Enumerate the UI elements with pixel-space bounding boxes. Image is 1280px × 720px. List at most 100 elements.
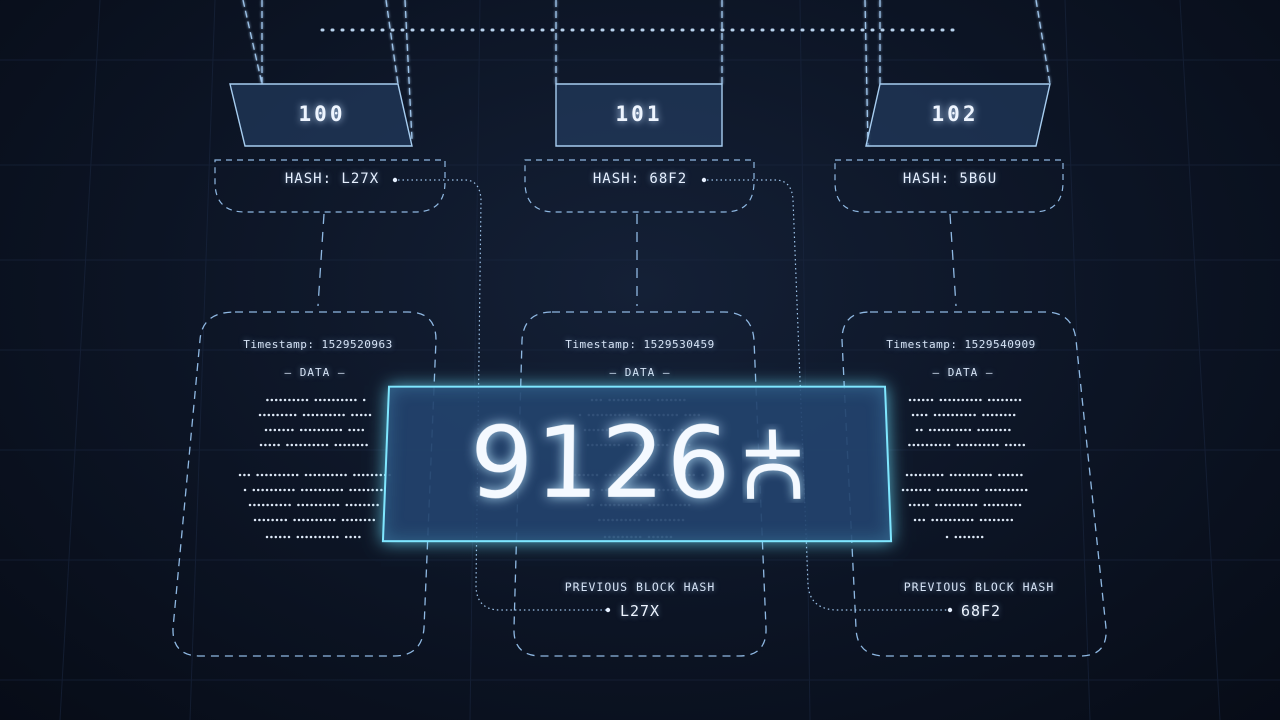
data-dot xyxy=(278,535,282,539)
data-dot xyxy=(947,443,951,447)
data-dot xyxy=(275,503,278,507)
hash-dot-100 xyxy=(392,177,398,183)
data-dot xyxy=(283,398,287,402)
previous-hash-value-102: 68F2 xyxy=(960,602,1002,620)
data-dot xyxy=(318,398,322,402)
data-dot xyxy=(287,473,290,477)
data-dot xyxy=(954,535,958,539)
data-dot xyxy=(914,488,918,492)
data-dot xyxy=(963,488,966,492)
data-dot xyxy=(336,503,340,507)
data-dot xyxy=(1009,398,1013,402)
connector-102 xyxy=(949,213,957,307)
data-dot xyxy=(938,443,942,447)
data-dot xyxy=(375,488,379,492)
data-dot xyxy=(916,413,919,417)
data-dot xyxy=(1006,518,1009,522)
data-dot xyxy=(265,488,269,492)
data-dot xyxy=(319,503,322,507)
data-dot xyxy=(995,413,998,417)
data-dot xyxy=(928,488,931,492)
data-dot xyxy=(933,428,936,432)
data-dot xyxy=(1002,473,1006,477)
data-dot xyxy=(274,535,278,539)
data-dot xyxy=(341,518,345,522)
data-dot xyxy=(971,473,975,477)
data-dot xyxy=(324,413,328,417)
block-number-102: 102 xyxy=(931,102,979,126)
data-dot xyxy=(935,503,938,507)
data-dot xyxy=(357,473,361,477)
data-dot xyxy=(306,518,310,522)
data-dot xyxy=(921,503,925,507)
data-dot xyxy=(283,488,286,492)
data-dot xyxy=(964,428,967,432)
data-dot xyxy=(265,535,269,539)
data-dot xyxy=(973,413,976,417)
data-dot xyxy=(358,535,361,539)
data-dot xyxy=(300,488,304,492)
data-dot xyxy=(262,518,266,522)
data-dot xyxy=(336,398,340,402)
data-dot xyxy=(331,535,335,539)
data-dot xyxy=(974,503,978,507)
data-dot xyxy=(304,473,308,477)
data-dot xyxy=(915,428,919,432)
data-dot xyxy=(939,398,943,402)
data-dot xyxy=(1008,413,1012,417)
data-dot xyxy=(944,518,948,522)
data-dot xyxy=(1004,443,1008,447)
data-dot xyxy=(368,518,371,522)
block-number-101: 101 xyxy=(615,102,663,126)
data-dot xyxy=(335,473,339,477)
data-dot xyxy=(970,398,973,402)
data-dot xyxy=(352,428,356,432)
data-dot xyxy=(950,488,953,492)
data-dot xyxy=(293,413,297,417)
data-dot xyxy=(366,488,370,492)
data-dot xyxy=(279,503,283,507)
data-dot xyxy=(937,428,941,432)
data-dot xyxy=(329,413,332,417)
data-dot xyxy=(999,413,1003,417)
data-dot xyxy=(260,473,264,477)
data-dot xyxy=(980,473,984,477)
data-dot xyxy=(318,535,322,539)
data-dot xyxy=(340,488,344,492)
data-dot xyxy=(996,398,1000,402)
data-dot xyxy=(999,428,1002,432)
data-dot xyxy=(998,488,1002,492)
data-dot xyxy=(1012,413,1016,417)
data-dot xyxy=(347,443,351,447)
data-dot xyxy=(948,398,951,402)
data-dot xyxy=(998,473,1001,477)
data-dot xyxy=(1001,518,1005,522)
data-dot xyxy=(296,398,300,402)
hash-label-100: HASH: L27X xyxy=(284,171,380,187)
data-dot xyxy=(950,428,954,432)
data-dot xyxy=(257,503,261,507)
data-dot xyxy=(256,488,260,492)
data-dot xyxy=(287,535,291,539)
data-dot xyxy=(913,518,917,522)
data-dot xyxy=(247,473,251,477)
data-dot xyxy=(358,488,361,492)
data-dot xyxy=(286,428,290,432)
data-dot xyxy=(356,443,360,447)
data-dot xyxy=(287,488,291,492)
data-dot xyxy=(278,488,282,492)
data-dot xyxy=(994,428,998,432)
data-dot xyxy=(1016,488,1019,492)
data-dot xyxy=(302,518,305,522)
data-dot xyxy=(273,428,277,432)
data-dot xyxy=(958,473,962,477)
data-dot xyxy=(1013,443,1017,447)
data-dot xyxy=(988,518,992,522)
data-dot xyxy=(1008,428,1011,432)
data-dot xyxy=(297,518,301,522)
data-dot xyxy=(330,428,334,432)
data-dot xyxy=(288,398,291,402)
data-dot xyxy=(315,413,319,417)
data-dot xyxy=(986,413,990,417)
